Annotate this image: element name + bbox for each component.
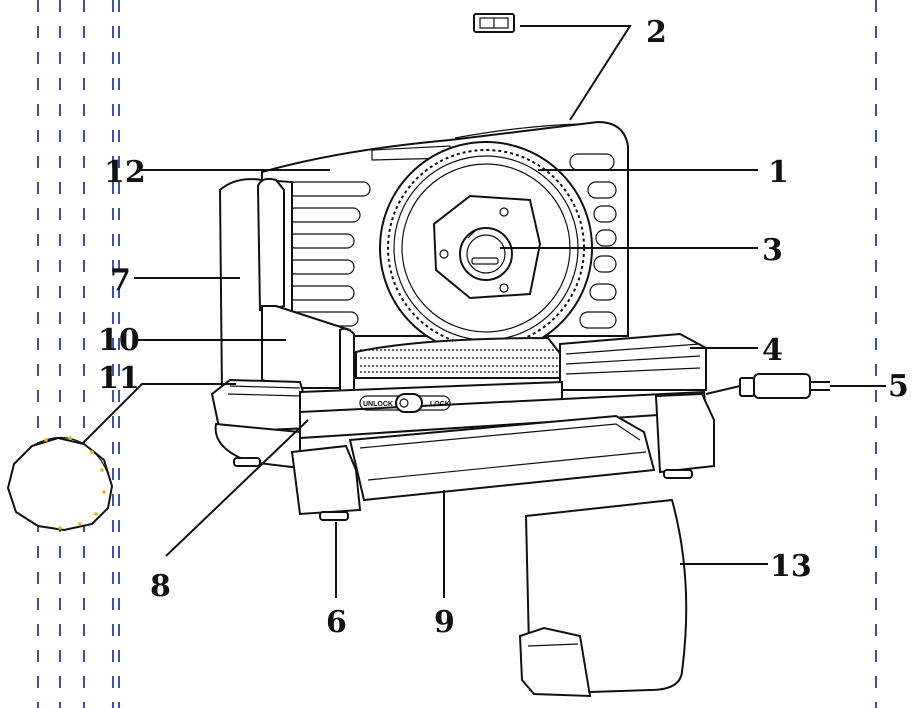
- feet: [233, 392, 715, 521]
- label-10: 10: [98, 323, 140, 358]
- label-4: 4: [762, 333, 783, 368]
- label-2: 2: [646, 15, 667, 50]
- base: [210, 378, 708, 470]
- thickness-knob: [6, 436, 114, 532]
- callout-numbers: 2 1 3 4 5 12 7 10 11 8 6 9 13: [98, 15, 909, 640]
- label-11: 11: [98, 361, 140, 396]
- lock-text: LOCK: [430, 401, 450, 408]
- food-holder-plate: [518, 498, 688, 698]
- label-12: 12: [104, 155, 146, 190]
- blade-cover: [432, 194, 542, 300]
- label-13: 13: [770, 549, 812, 584]
- label-1: 1: [768, 155, 789, 190]
- grip-plate: [355, 336, 563, 379]
- label-8: 8: [150, 569, 171, 604]
- carriage-rails: [559, 332, 707, 391]
- label-6: 6: [326, 605, 347, 640]
- leader-lines: [81, 25, 886, 598]
- label-3: 3: [762, 233, 783, 268]
- lock-switch: UNLOCK LOCK: [359, 393, 451, 413]
- power-cord: [705, 373, 830, 399]
- label-7: 7: [110, 263, 131, 298]
- label-9: 9: [434, 605, 455, 640]
- collecting-tray: [348, 414, 656, 502]
- food-pusher: [218, 177, 356, 397]
- power-switch-part: [473, 13, 515, 33]
- label-5: 5: [888, 369, 909, 404]
- unlock-text: UNLOCK: [363, 401, 393, 408]
